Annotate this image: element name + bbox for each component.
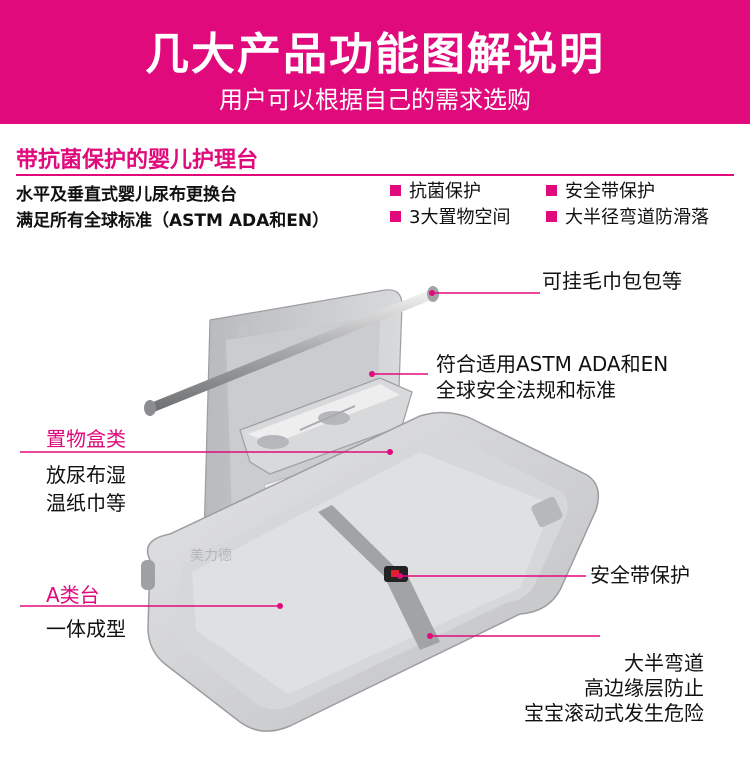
callout-platform-line1: 一体成型: [46, 617, 126, 641]
changing-table-illustration: 美力德 美力德: [20, 286, 600, 732]
bullet-square-icon: [546, 211, 557, 222]
callout-platform-title: A类台: [46, 583, 100, 607]
feature-storage: 3大置物空间: [390, 203, 510, 229]
towel-rod: [144, 286, 439, 416]
callout-edge-line1: 大半弯道: [624, 651, 704, 675]
feature-antibacterial: 抗菌保护: [390, 177, 481, 203]
header-banner: 几大产品功能图解说明 用户可以根据自己的需求选购: [0, 0, 750, 124]
watermark-text: 美力德: [190, 548, 232, 564]
section-divider: [16, 174, 734, 176]
leader-lines: [20, 290, 600, 639]
callout-storage-line1: 放尿布湿: [46, 463, 126, 487]
callout-storage-title: 置物盒类: [46, 427, 126, 451]
spec-mounting: 水平及垂直式婴儿尿布更换台: [16, 185, 237, 205]
feature-anti-fall: 大半径弯道防滑落: [546, 203, 709, 229]
callout-belt: 安全带保护: [590, 563, 690, 587]
hinge-icon: [141, 560, 155, 590]
changing-tray: [146, 411, 600, 732]
bullet-square-icon: [546, 185, 557, 196]
callout-standard-line1: 符合适用ASTM ADA和EN: [436, 352, 669, 376]
feature-safety-belt: 安全带保护: [546, 177, 655, 203]
callout-edge-line3: 宝宝滚动式发生危险: [524, 701, 704, 725]
cup-holder: [531, 496, 563, 528]
section-title: 带抗菌保护的婴儿护理台: [16, 148, 259, 173]
bullet-square-icon: [390, 185, 401, 196]
page-title: 几大产品功能图解说明: [145, 29, 605, 80]
callout-towel: 可挂毛巾包包等: [542, 269, 682, 293]
callout-standard-line2: 全球安全法规和标准: [436, 378, 616, 402]
page-subtitle: 用户可以根据自己的需求选购: [219, 86, 531, 114]
storage-box: [239, 377, 413, 475]
spec-standards: 满足所有全球标准（ASTM ADA和EN）: [16, 211, 330, 231]
callout-storage-line2: 温纸巾等: [46, 491, 126, 515]
bullet-square-icon: [390, 211, 401, 222]
callout-edge-line2: 高边缘层防止: [584, 676, 704, 700]
watermark-text: 美力德: [236, 324, 278, 340]
